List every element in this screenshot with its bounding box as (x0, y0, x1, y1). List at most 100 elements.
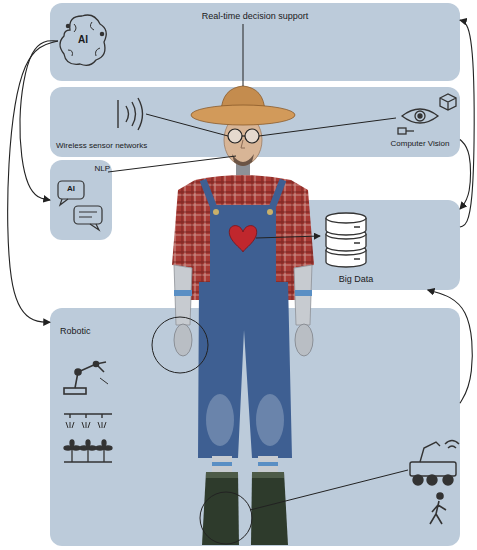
leader-lines-part (146, 114, 228, 136)
database-icon-part (326, 245, 366, 255)
leader-lines-part (259, 118, 396, 136)
brain-icon-part (66, 24, 69, 27)
robot-farmer-part (295, 324, 313, 356)
vision-icon-part (440, 94, 456, 110)
plants-icon-part (96, 446, 104, 450)
vision-icon-part (418, 114, 422, 118)
plants-icon-part (64, 446, 72, 450)
robot-farmer-part (213, 209, 219, 215)
robot-farmer-part (191, 105, 295, 125)
node-label: AI (68, 34, 98, 46)
wireless-icon-part (126, 106, 129, 122)
robot-farmer-part (294, 265, 312, 325)
robot-farmer-part (251, 472, 288, 545)
node-label: Wireless sensor networks (56, 141, 186, 150)
robot-farmer-part (221, 106, 265, 112)
vision-icon-part (398, 128, 406, 134)
robot-farmer-part (229, 226, 256, 252)
speech-icon (58, 181, 102, 230)
vision-icon-part (406, 130, 414, 131)
robot-vehicle-icon-part (413, 475, 423, 485)
connector-arrow (428, 290, 473, 403)
robot-vehicle-icon-part (445, 441, 459, 449)
node-label: Big Data (311, 274, 401, 284)
robot-arm-icon-part (64, 388, 86, 394)
database-icon-part (326, 229, 366, 239)
plants-icon-part (80, 446, 88, 450)
robot-farmer-part (203, 180, 283, 208)
robot-farmer-part (291, 180, 314, 268)
speech-icon-part (90, 224, 99, 230)
leader-lines-part (152, 317, 208, 373)
leader-lines-part (256, 236, 320, 238)
leader-lines-part (108, 156, 236, 172)
robot-farmer-part (174, 290, 192, 296)
irrigation-icon (64, 414, 112, 428)
database-icon-part (354, 227, 360, 259)
walking-icon-part (430, 501, 446, 524)
walking-icon-part (437, 493, 443, 499)
robot-farmer-part (198, 282, 292, 458)
panel-box: Robotic (50, 308, 460, 546)
brain-icon-part (60, 15, 106, 65)
leader-lines-part (243, 24, 244, 86)
robot-farmer-part (232, 154, 254, 166)
connector-arrow (460, 20, 474, 227)
robot-farmer-part (210, 205, 276, 290)
robot-arm-icon-part (75, 369, 81, 375)
robot-farmer-part (212, 462, 232, 466)
panel-box: NLP AI (50, 160, 112, 240)
vision-icon-part (402, 109, 438, 123)
wireless-icon (118, 98, 143, 130)
robot-vehicle-icon-part (443, 475, 453, 485)
robot-farmer-part (295, 290, 312, 296)
robot-vehicle-icon (410, 441, 459, 486)
node-label: NLP (80, 164, 110, 173)
connector-arrow (8, 41, 58, 322)
speech-icon-part (60, 199, 68, 205)
robot-farmer-part (267, 209, 273, 215)
database-icon-part (326, 213, 366, 223)
irrigation-icon-part (66, 422, 106, 428)
robot-farmer-part (202, 472, 239, 545)
robot-farmer-part (236, 160, 250, 178)
robot-farmer-part (258, 462, 278, 466)
speech-icon-part (74, 206, 102, 224)
robot-vehicle-icon-part (410, 462, 456, 476)
robot-farmer-part (228, 129, 242, 143)
plants-icon-part (72, 446, 104, 462)
database-icon-part (326, 218, 366, 235)
plants-icon-part (70, 440, 74, 446)
plants-icon-part (104, 446, 112, 450)
database-icon-part (326, 234, 366, 251)
robot-farmer-part (212, 456, 232, 474)
panel-box: Real-time decision supportAI (50, 3, 460, 81)
robot-farmer-part (221, 86, 265, 112)
speech-icon-part (58, 181, 84, 199)
node-label: Robotic (60, 326, 120, 336)
node-label: AI (58, 184, 84, 193)
database-icon-part (326, 250, 366, 267)
robot-farmer-part (206, 472, 238, 478)
robot-farmer-part (252, 472, 284, 478)
wireless-icon-part (138, 98, 143, 130)
leader-lines-part (250, 470, 408, 510)
vision-icon (398, 94, 456, 134)
robot-farmer-part (190, 175, 296, 300)
icon-node: AI (58, 13, 108, 69)
leader-lines-part (200, 492, 252, 544)
robot-arm-icon-part (75, 364, 96, 388)
walking-icon (430, 493, 446, 524)
brain-icon-part (100, 32, 103, 35)
robot-arm-icon (64, 362, 108, 395)
database-icon (326, 213, 366, 267)
robot-vehicle-icon-part (420, 442, 440, 462)
panel-box: Wireless sensor networksComputer Vision (50, 87, 460, 157)
robot-arm-icon-part (94, 362, 99, 367)
irrigation-icon-part (64, 413, 112, 414)
brain-icon-part (68, 22, 100, 56)
robot-arm-icon-part (100, 378, 108, 384)
plants-icon-part (86, 440, 90, 446)
robot-farmer-part (258, 456, 278, 474)
